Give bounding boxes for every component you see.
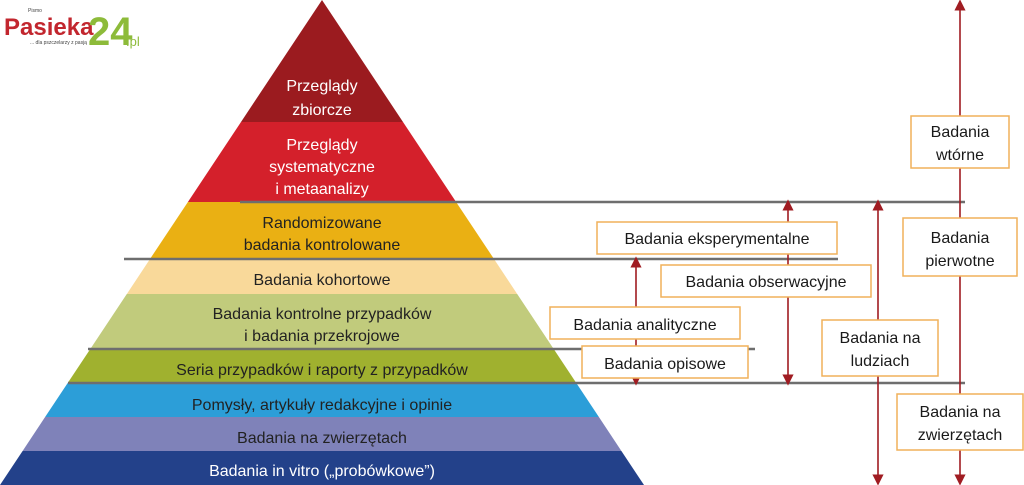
- level-7-line-1: Pomysły, artykuły redakcyjne i opinie: [192, 397, 452, 414]
- pyramid-level-8-band: [22, 417, 622, 451]
- logo-name: Pasieka: [4, 14, 94, 41]
- level-1-line-2: zbiorcze: [292, 102, 352, 119]
- box-badania-analityczne: Badania analityczne: [549, 306, 741, 340]
- pyramid-levels: [0, 0, 644, 485]
- pyramid-level-3-band: [150, 202, 494, 259]
- level-5-line-2: i badania przekrojowe: [244, 328, 400, 345]
- box-ludzie-line-2: ludziach: [851, 353, 910, 370]
- box-badania-wtorne: Badania wtórne: [910, 115, 1010, 169]
- box-pierwotne-line-2: pierwotne: [925, 253, 994, 270]
- box-wtorne-line-2: wtórne: [935, 147, 984, 164]
- level-3-line-2: badania kontrolowane: [244, 237, 401, 254]
- box-zwierzeta-line-1: Badania na: [920, 404, 1001, 421]
- box-analityczne-label: Badania analityczne: [573, 317, 716, 334]
- box-badania-pierwotne: Badania pierwotne: [902, 217, 1018, 277]
- pyramid-level-6-band: [67, 349, 577, 383]
- logo-number: 24: [88, 10, 133, 54]
- logo-small-top: Pismo: [28, 8, 42, 14]
- box-obserwacyjne-label: Badania obserwacyjne: [686, 274, 847, 291]
- box-badania-opisowe: Badania opisowe: [581, 345, 749, 379]
- box-wtorne-line-1: Badania: [931, 124, 990, 141]
- logo-tagline: ... dla pszczelarzy z pasją: [30, 40, 87, 46]
- box-opisowe-label: Badania opisowe: [604, 356, 726, 373]
- pyramid-level-5-band: [90, 294, 554, 349]
- pyramid-level-4-band: [126, 259, 518, 294]
- pyramid-labels: Przeglądy zbiorcze Przeglądy systematycz…: [176, 78, 468, 480]
- level-8-line-1: Badania na zwierzętach: [237, 430, 407, 447]
- level-1-line-1: Przeglądy: [286, 78, 357, 95]
- pyramid-level-9-band: [0, 451, 644, 485]
- level-3-line-1: Randomizowane: [262, 215, 381, 232]
- box-pierwotne-line-1: Badania: [931, 230, 990, 247]
- box-ludzie-line-1: Badania na: [840, 330, 921, 347]
- logo: Pismo Pasieka 24 .pl ... dla pszczelarzy…: [4, 8, 140, 54]
- box-badania-na-zwierzetach: Badania na zwierzętach: [896, 393, 1024, 451]
- box-zwierzeta-line-2: zwierzętach: [918, 427, 1002, 444]
- box-badania-eksperymentalne: Badania eksperymentalne: [596, 221, 838, 255]
- level-5-line-1: Badania kontrolne przypadków: [213, 306, 432, 323]
- pyramid-level-2-band: [187, 122, 457, 202]
- logo-domain: .pl: [126, 34, 140, 49]
- box-badania-obserwacyjne: Badania obserwacyjne: [660, 264, 872, 298]
- level-4-line-1: Badania kohortowe: [254, 272, 391, 289]
- level-2-line-1: Przeglądy: [286, 137, 357, 154]
- box-eksperymentalne-label: Badania eksperymentalne: [624, 231, 809, 248]
- pyramid-level-1-band: [241, 0, 403, 122]
- level-6-line-1: Seria przypadków i raporty z przypadków: [176, 362, 468, 379]
- box-badania-na-ludziach: Badania na ludziach: [821, 319, 939, 377]
- pyramid-level-7-band: [45, 383, 599, 417]
- level-9-line-1: Badania in vitro („probówkowe”): [209, 463, 435, 480]
- level-2-line-2: systematyczne: [269, 159, 375, 176]
- level-2-line-3: i metaanalizy: [275, 181, 368, 198]
